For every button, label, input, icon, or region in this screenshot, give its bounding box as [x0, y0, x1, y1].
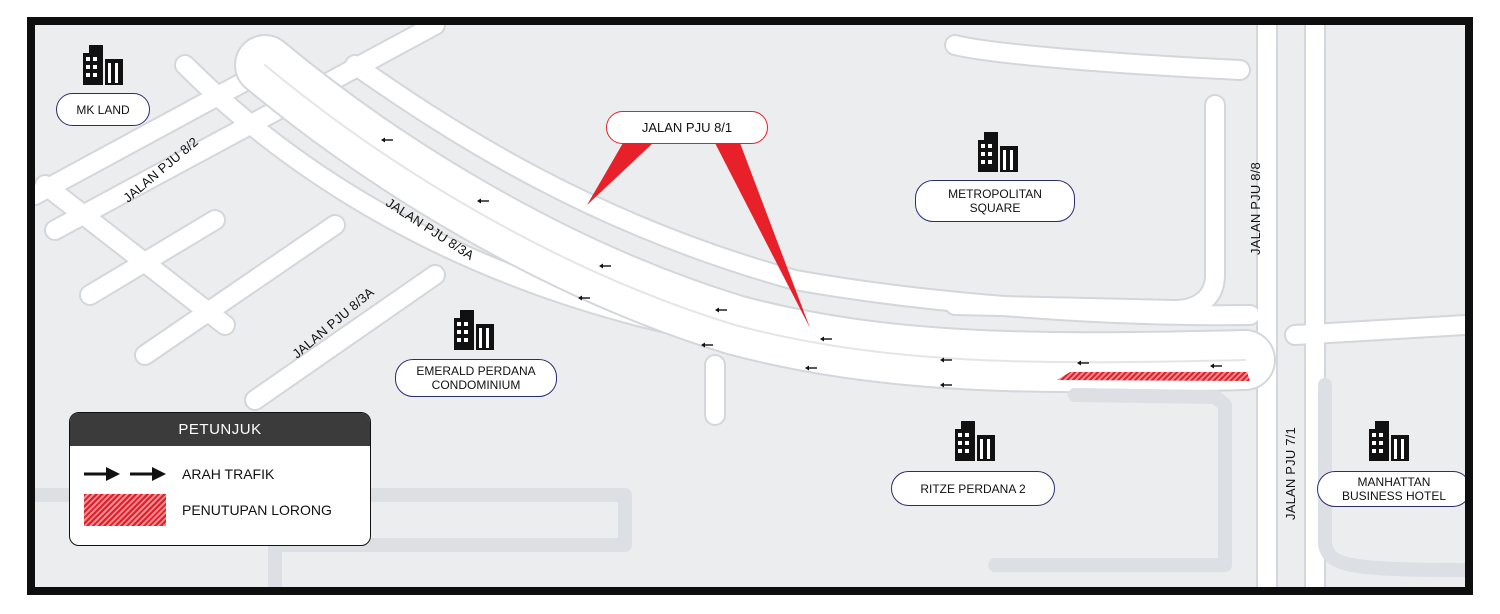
place-label-text: SQUARE [969, 201, 1021, 215]
building-icon [454, 310, 494, 350]
callout-pointers [587, 143, 810, 328]
place-label-text: RITZE PERDANA 2 [920, 481, 1026, 496]
place-label-metropolitan-square[interactable]: METROPOLITAN SQUARE [915, 180, 1075, 222]
road-label-pju-8-8: JALAN PJU 8/8 [1248, 162, 1263, 255]
legend-label-traffic: ARAH TRAFIK [182, 466, 275, 482]
lane-closure-hatch [1057, 372, 1250, 381]
place-label-text: METROPOLITAN [948, 187, 1042, 201]
legend-label-closure: PENUTUPAN LORONG [182, 502, 332, 518]
legend: PETUNJUK ARAH TRAFIK PENUTUPAN LORONG [69, 412, 371, 546]
place-label-text: MANHATTAN [1357, 475, 1431, 489]
place-label-ritze-perdana-2[interactable]: RITZE PERDANA 2 [891, 471, 1055, 506]
road-callout-jalan-pju-8-1[interactable]: JALAN PJU 8/1 [606, 111, 768, 144]
building-icon [955, 421, 995, 461]
place-label-mk-land[interactable]: MK LAND [56, 93, 150, 126]
legend-title: PETUNJUK [70, 413, 370, 446]
map-canvas[interactable]: JALAN PJU 8/2 JALAN PJU 8/3A JALAN PJU 8… [35, 25, 1465, 587]
building-icon [1369, 421, 1409, 461]
place-label-text: BUSINESS HOTEL [1341, 489, 1447, 503]
place-label-text: MK LAND [76, 102, 130, 117]
arrow-right-icon [84, 467, 120, 481]
road-label-pju-7-1: JALAN PJU 7/1 [1283, 427, 1298, 520]
legend-item-traffic: ARAH TRAFIK [70, 457, 370, 491]
place-label-text: CONDOMINIUM [431, 378, 521, 392]
map-frame: JALAN PJU 8/2 JALAN PJU 8/3A JALAN PJU 8… [27, 17, 1473, 595]
legend-item-closure: PENUTUPAN LORONG [70, 493, 370, 527]
building-icon [83, 45, 123, 85]
callout-text: JALAN PJU 8/1 [641, 120, 733, 135]
place-label-manhattan-business-hotel[interactable]: MANHATTAN BUSINESS HOTEL [1317, 471, 1465, 507]
hatch-swatch [84, 494, 166, 526]
place-label-text: EMERALD PERDANA [416, 364, 536, 378]
arrow-right-icon [130, 467, 166, 481]
place-label-emerald-perdana[interactable]: EMERALD PERDANA CONDOMINIUM [395, 359, 557, 397]
building-icon [978, 132, 1018, 172]
